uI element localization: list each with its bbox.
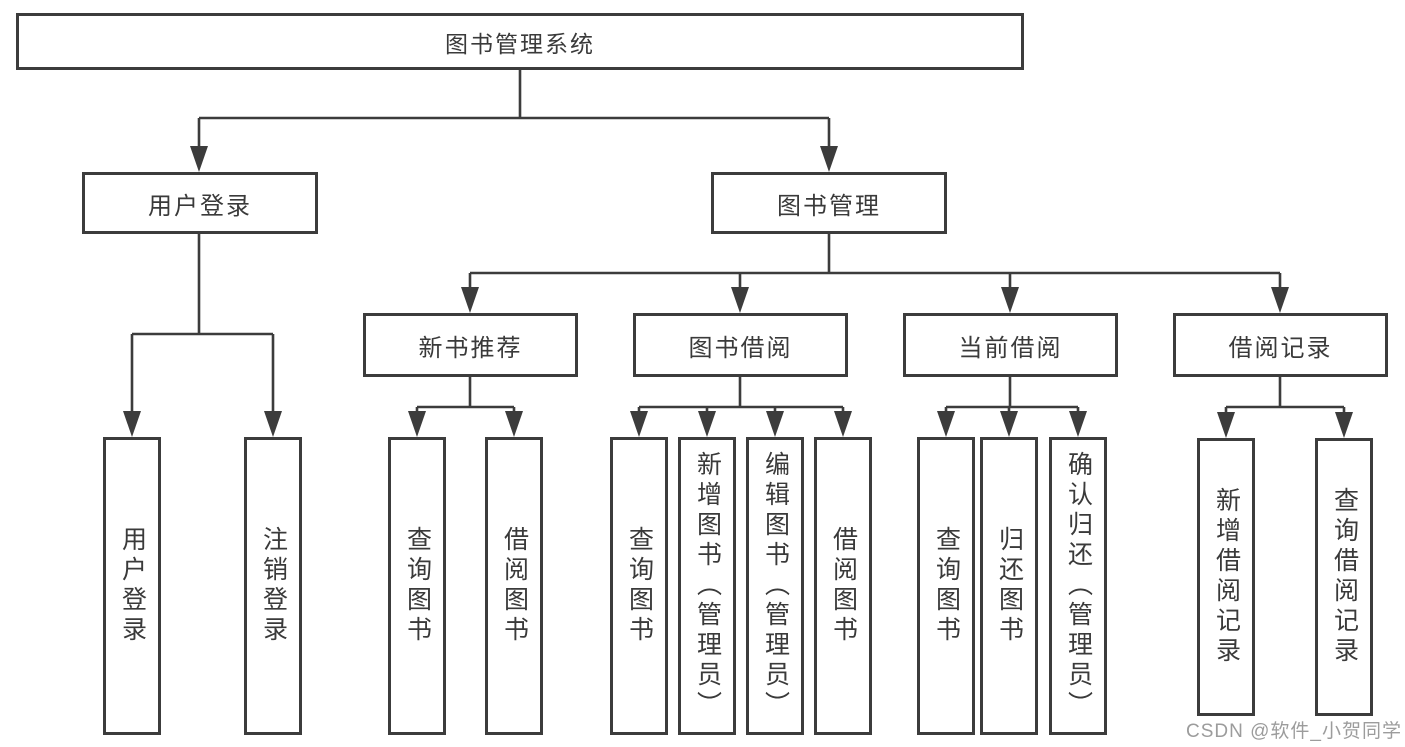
arrowhead bbox=[505, 411, 523, 437]
arrowhead bbox=[1217, 412, 1235, 438]
leaf-borrow-books: 借阅图书 bbox=[814, 437, 872, 735]
arrowhead bbox=[731, 287, 749, 313]
node-borrow-records: 借阅记录 bbox=[1173, 313, 1388, 377]
arrowhead bbox=[1335, 412, 1353, 438]
arrowhead bbox=[766, 411, 784, 437]
leaf-logout: 注销登录 bbox=[244, 437, 302, 735]
arrowhead bbox=[630, 411, 648, 437]
arrowhead bbox=[820, 146, 838, 172]
node-user-login: 用户登录 bbox=[82, 172, 318, 234]
leaf-edit-books-admin: 编辑图书（管理员） bbox=[746, 437, 804, 735]
node-library-management-system: 图书管理系统 bbox=[16, 13, 1024, 70]
csdn-watermark: CSDN @软件_小贺同学 bbox=[1186, 721, 1402, 742]
arrowhead bbox=[190, 146, 208, 172]
leaf-query-books-borrow: 查询图书 bbox=[610, 437, 668, 735]
arrowhead bbox=[1000, 411, 1018, 437]
arrowhead bbox=[123, 411, 141, 437]
arrowhead bbox=[1001, 287, 1019, 313]
arrowhead bbox=[698, 411, 716, 437]
arrowhead bbox=[937, 411, 955, 437]
edge-book-management-to-level3 bbox=[468, 234, 1282, 300]
arrowhead bbox=[408, 411, 426, 437]
arrowhead bbox=[1069, 411, 1087, 437]
edge-user-login-to-leaves bbox=[130, 234, 275, 425]
leaf-user-login: 用户登录 bbox=[103, 437, 161, 735]
edge-new-book-recommend-to-leaves bbox=[415, 377, 516, 425]
node-new-book-recommend: 新书推荐 bbox=[363, 313, 578, 377]
arrowhead bbox=[461, 287, 479, 313]
leaf-query-borrow-record: 查询借阅记录 bbox=[1315, 438, 1373, 716]
arrowhead bbox=[1271, 287, 1289, 313]
edge-root-to-level2 bbox=[197, 70, 831, 160]
leaf-return-books: 归还图书 bbox=[980, 437, 1038, 735]
node-current-borrow: 当前借阅 bbox=[903, 313, 1118, 377]
leaf-borrow-books-recommend: 借阅图书 bbox=[485, 437, 543, 735]
edge-book-borrow-to-leaves bbox=[637, 377, 845, 425]
node-book-management: 图书管理 bbox=[711, 172, 947, 234]
edge-borrow-records-to-leaves bbox=[1224, 377, 1346, 426]
leaf-confirm-return-admin: 确认归还（管理员） bbox=[1049, 437, 1107, 735]
arrowhead bbox=[834, 411, 852, 437]
leaf-add-books-admin: 新增图书（管理员） bbox=[678, 437, 736, 735]
leaf-query-books-current: 查询图书 bbox=[917, 437, 975, 735]
leaf-query-books-recommend: 查询图书 bbox=[388, 437, 446, 735]
node-book-borrow: 图书借阅 bbox=[633, 313, 848, 377]
arrowhead bbox=[264, 411, 282, 437]
leaf-add-borrow-record: 新增借阅记录 bbox=[1197, 438, 1255, 716]
